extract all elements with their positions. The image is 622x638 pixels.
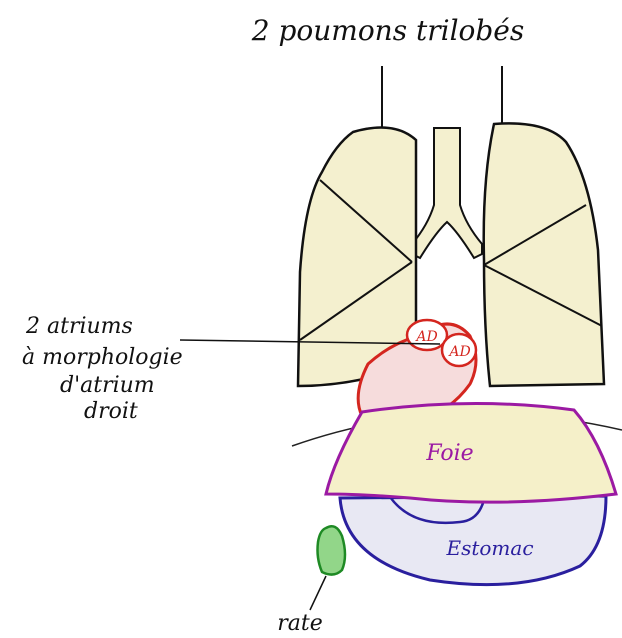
atrium-caption-line4: droit bbox=[84, 399, 138, 424]
atrium-caption-line1: 2 atriums bbox=[25, 314, 133, 339]
atrium-left-label: AD bbox=[414, 329, 437, 345]
stomach-label: Estomac bbox=[445, 536, 533, 560]
atrium-caption-line2: à morphologie bbox=[22, 345, 183, 370]
spleen bbox=[318, 526, 346, 574]
trachea-bronchi bbox=[412, 128, 482, 258]
liver-label: Foie bbox=[425, 441, 473, 466]
atrium-caption-line3: d'atrium bbox=[60, 373, 155, 398]
atrium-right-label: AD bbox=[447, 344, 470, 360]
spleen-label: rate bbox=[277, 611, 323, 634]
spleen-leader-line bbox=[310, 576, 326, 610]
diagram-title: 2 poumons trilobés bbox=[251, 14, 525, 47]
